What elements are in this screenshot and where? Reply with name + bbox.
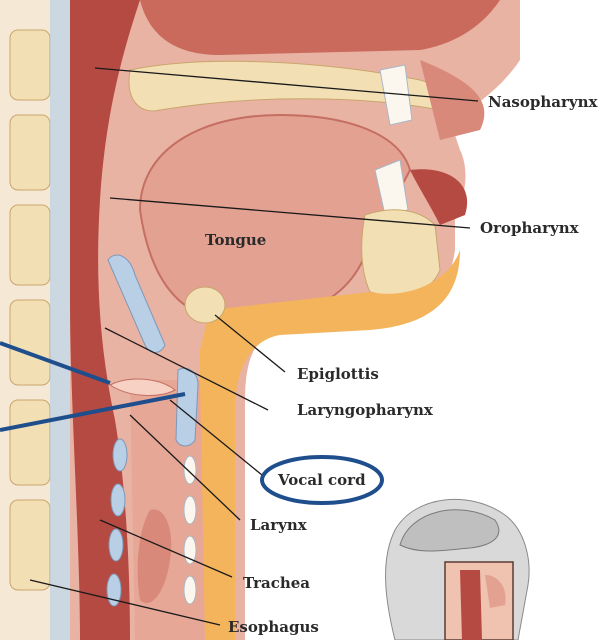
label-nasopharynx: Nasopharynx [488,93,599,111]
inset-head-thumbnail [386,499,530,640]
label-laryngopharynx: Laryngopharynx [297,401,434,419]
label-oropharynx: Oropharynx [480,219,580,237]
label-tongue: Tongue [205,231,266,249]
label-epiglottis: Epiglottis [297,365,379,383]
label-larynx: Larynx [250,516,308,534]
label-vocal-cord: Vocal cord [277,471,366,489]
cervical-spine [0,0,70,640]
label-esophagus: Esophagus [228,618,319,636]
label-trachea: Trachea [243,574,310,592]
